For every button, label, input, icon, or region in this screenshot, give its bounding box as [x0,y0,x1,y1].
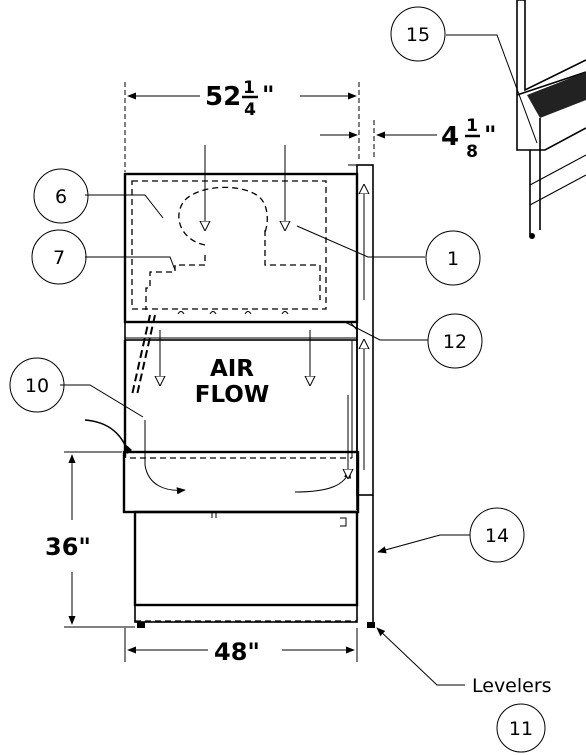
callout-leaders [60,34,538,686]
callout-10: 10 [9,357,65,413]
cabinet [84,164,375,628]
base-cabinet [133,510,359,607]
height-value: 36" [45,533,91,561]
callout-15: 15 [390,6,446,62]
blower-outline [178,186,268,246]
height-dimension: 36" [45,451,135,628]
width-frac-num: 1 [243,78,255,98]
base-width-dimension: 48" [124,628,358,666]
callout-10-text: 10 [25,375,49,397]
callout-15-text: 15 [406,24,430,46]
airflow-arrows [144,145,364,495]
side-duct [356,164,374,496]
base-width-value: 48" [214,638,260,666]
airflow-label-line1: AIR [210,356,254,382]
inset-cabinet-view [516,0,586,239]
width-whole: 52 [205,82,241,112]
filter-clips [177,311,289,315]
callout-1-text: 1 [447,248,459,270]
filter-outline [131,180,327,310]
callout-11-text: 11 [509,718,533,740]
callout-12-text: 12 [443,331,467,353]
callout-12: 12 [427,313,483,369]
depth-whole: 4 [441,122,459,152]
depth-unit: " [484,121,497,149]
callout-7: 7 [31,229,87,285]
callout-11: 11 [496,703,546,753]
callout-7-text: 7 [53,247,65,269]
callout-14-text: 14 [485,525,509,547]
callout-1: 1 [425,230,481,286]
depth-dimension: 4 1 8 " [320,116,497,162]
blower-housing [123,172,359,324]
depth-frac-den: 8 [466,142,478,162]
airflow-label-line2: FLOW [195,382,269,408]
work-tray [122,450,360,514]
width-frac-den: 4 [244,100,256,120]
callout-14: 14 [469,507,525,563]
callout-6: 6 [33,168,89,224]
depth-frac-num: 1 [466,116,478,136]
width-dimension: 52 1 4 " [124,78,360,172]
callout-6-text: 6 [55,186,67,208]
width-unit: " [262,81,275,109]
levelers-label: Levelers [472,675,552,697]
